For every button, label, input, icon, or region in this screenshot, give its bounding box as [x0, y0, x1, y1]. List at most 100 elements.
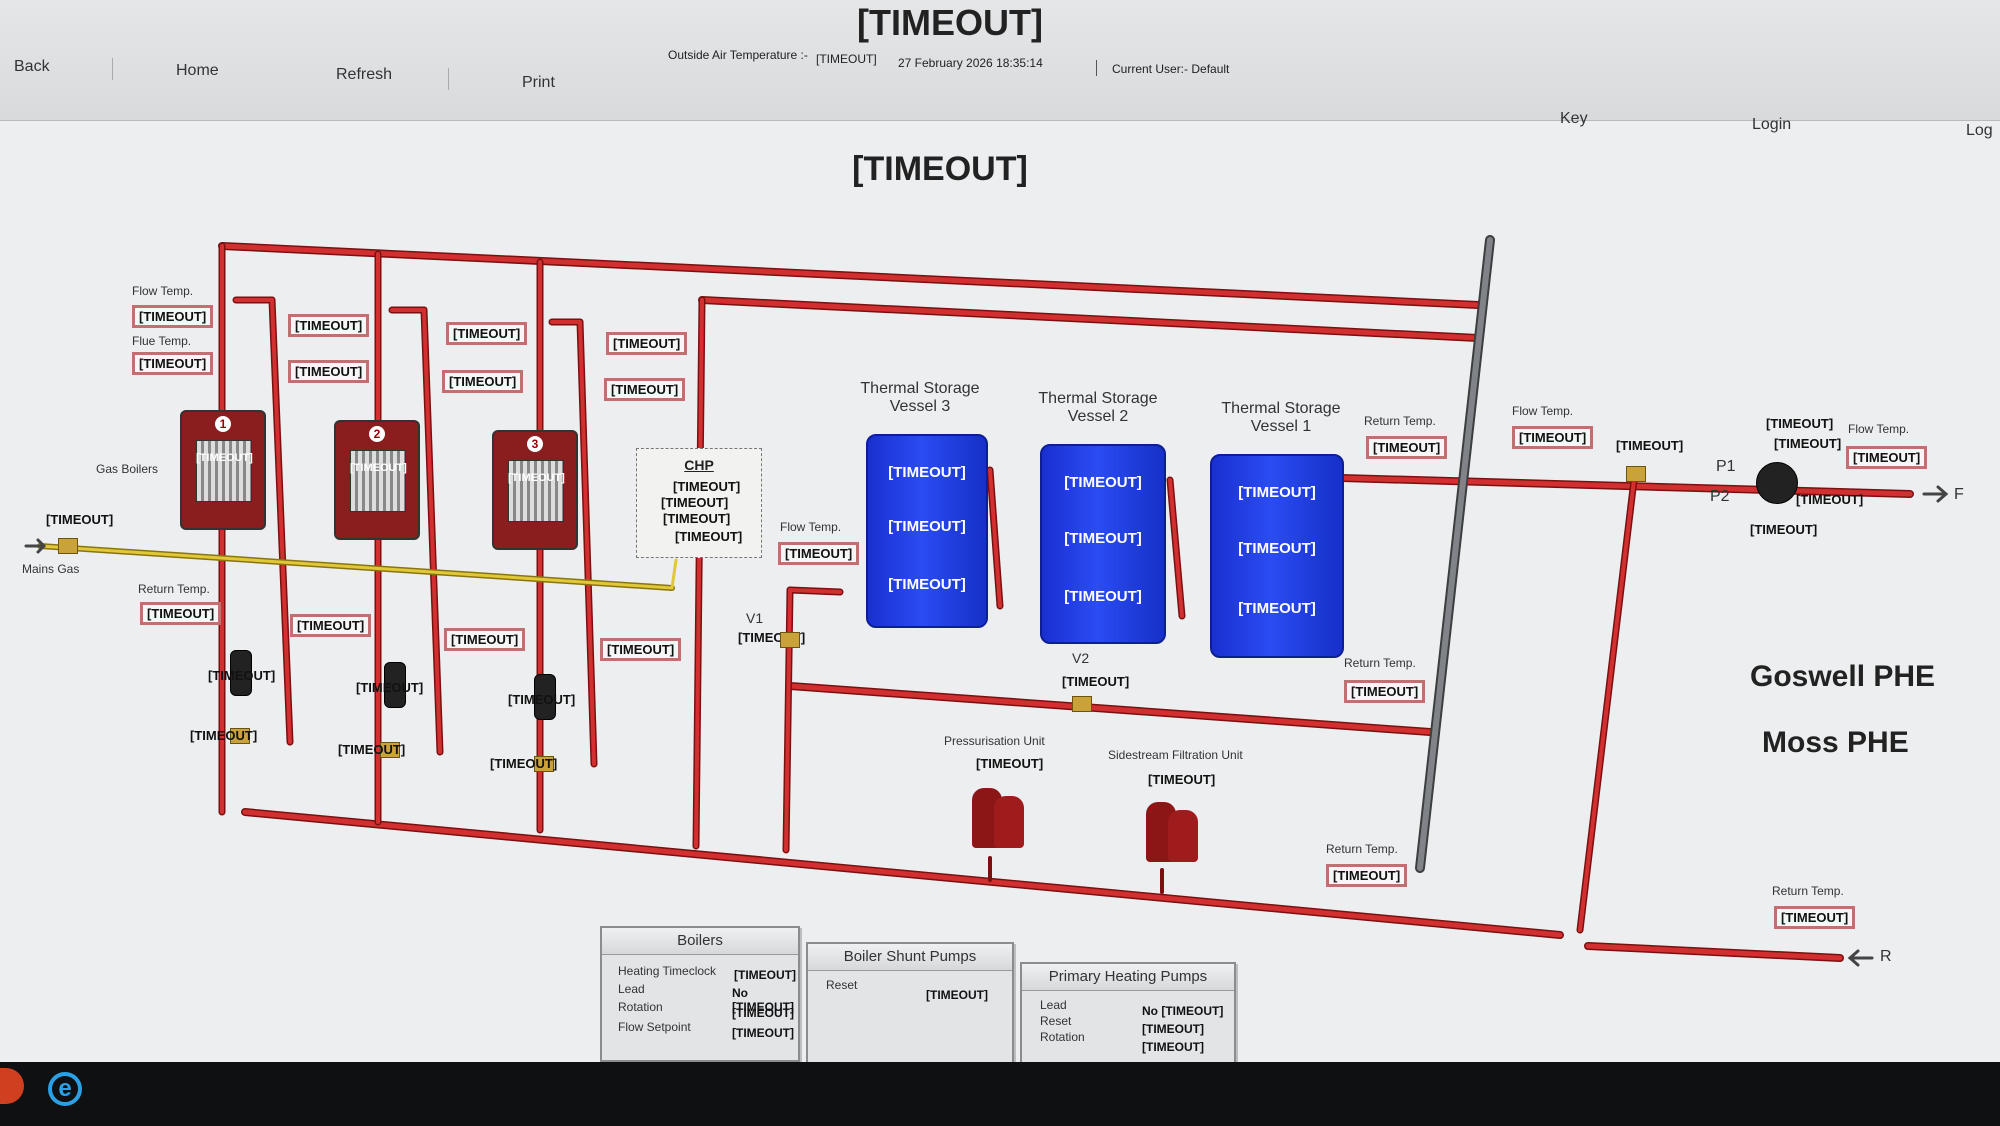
flow-temp-label: Flow Temp.: [132, 284, 194, 298]
boiler-status: [TIMEOUT]: [508, 472, 565, 484]
v1-valve-icon[interactable]: [780, 632, 800, 648]
thermal-storage-vessel-2[interactable]: [TIMEOUT] [TIMEOUT] [TIMEOUT]: [1040, 444, 1166, 644]
primary-valve-icon[interactable]: [1626, 466, 1646, 482]
current-user: Current User:- Default: [1112, 62, 1230, 76]
panel-row-label: Heating Timeclock: [618, 964, 717, 978]
panel-row-label: Reset: [826, 978, 858, 992]
outlet-flow-temp[interactable]: [TIMEOUT]: [1846, 446, 1928, 469]
primary-flow-temp[interactable]: [TIMEOUT]: [1512, 426, 1594, 449]
boiler2-flue-temp[interactable]: [TIMEOUT]: [288, 360, 370, 383]
panel-row-label: Lead: [618, 982, 645, 996]
nav-divider: [112, 58, 113, 80]
boiler3-flue-temp[interactable]: [TIMEOUT]: [442, 370, 524, 393]
vessel-1-value-2: [TIMEOUT]: [1238, 540, 1316, 557]
logout-link[interactable]: Log: [1966, 122, 1993, 139]
page-title: [TIMEOUT]: [852, 150, 1028, 188]
primary-valve-value: [TIMEOUT]: [1616, 438, 1684, 453]
shunt-pump-2-value: [TIMEOUT]: [356, 680, 424, 695]
internet-explorer-icon[interactable]: e: [48, 1072, 82, 1106]
chp-return-temp[interactable]: [TIMEOUT]: [600, 638, 682, 661]
goswell-phe-label[interactable]: Goswell PHE: [1750, 660, 1936, 693]
gas-boiler-2[interactable]: 2 [TIMEOUT]: [334, 420, 420, 540]
vessel-2-value-3: [TIMEOUT]: [1064, 588, 1142, 605]
boiler1-return-temp[interactable]: [TIMEOUT]: [140, 602, 222, 625]
pressurisation-label: Pressurisation Unit: [944, 734, 1045, 748]
storage-return-temp-mid[interactable]: [TIMEOUT]: [1344, 680, 1426, 703]
gas-boiler-3[interactable]: 3 [TIMEOUT]: [492, 430, 578, 550]
primary-pump-icon[interactable]: [1756, 462, 1798, 504]
boiler3-return-temp[interactable]: [TIMEOUT]: [444, 628, 526, 651]
boiler-status: [TIMEOUT]: [196, 452, 253, 464]
v2-valve-icon[interactable]: [1072, 696, 1092, 712]
back-link[interactable]: Back: [14, 58, 50, 75]
boiler2-flow-temp[interactable]: [TIMEOUT]: [288, 314, 370, 337]
vessel-2-value-1: [TIMEOUT]: [1064, 474, 1142, 491]
boiler2-return-temp[interactable]: [TIMEOUT]: [290, 614, 372, 637]
mains-gas-label: Mains Gas: [22, 562, 80, 576]
shunt-pump-1-icon[interactable]: [230, 650, 252, 696]
boiler-grille: [508, 460, 564, 522]
chp-value-4: [TIMEOUT]: [675, 529, 743, 544]
taskbar: [0, 1062, 2000, 1126]
boiler-3-valve-icon[interactable]: [534, 756, 554, 772]
nav-divider: [448, 68, 449, 90]
shunt-pump-3-value: [TIMEOUT]: [508, 692, 576, 707]
flow-out-label: F: [1954, 486, 1964, 503]
panel-row-value[interactable]: [TIMEOUT]: [1142, 1040, 1204, 1054]
panel-row-value[interactable]: [TIMEOUT]: [732, 1006, 794, 1020]
key-link[interactable]: Key: [1560, 110, 1588, 127]
panel-row-value[interactable]: No [TIMEOUT]: [732, 986, 794, 1014]
boiler1-flue-temp[interactable]: [TIMEOUT]: [132, 352, 214, 375]
panel-row-value[interactable]: [TIMEOUT]: [1142, 1022, 1204, 1036]
home-link[interactable]: Home: [176, 62, 219, 79]
storage-return-temp-lower[interactable]: [TIMEOUT]: [1326, 864, 1408, 887]
chp-unit[interactable]: CHP [TIMEOUT] [TIMEOUT] [TIMEOUT] [TIMEO…: [636, 448, 762, 558]
moss-phe-label[interactable]: Moss PHE: [1762, 726, 1909, 759]
boiler-number: 3: [527, 436, 543, 452]
outside-air-value: [TIMEOUT]: [816, 52, 877, 66]
panel-row-value[interactable]: [TIMEOUT]: [732, 1026, 794, 1040]
pressurisation-unit-icon[interactable]: [972, 778, 1024, 850]
flue-temp-label: Flue Temp.: [132, 334, 192, 348]
boiler3-flow-temp[interactable]: [TIMEOUT]: [446, 322, 528, 345]
gas-boiler-1[interactable]: 1 [TIMEOUT]: [180, 410, 266, 530]
boiler-grille: [196, 440, 252, 502]
thermal-storage-vessel-3[interactable]: [TIMEOUT] [TIMEOUT] [TIMEOUT]: [866, 434, 988, 628]
sidestream-filtration-icon[interactable]: [1146, 792, 1198, 864]
p2-label: P2: [1710, 488, 1730, 505]
shunt-pump-2-icon[interactable]: [384, 662, 406, 708]
vessel-3-name: Thermal Storage Vessel 3: [860, 380, 980, 415]
print-link[interactable]: Print: [522, 74, 555, 91]
chp-flow-temp[interactable]: [TIMEOUT]: [606, 332, 688, 355]
panel-row-value[interactable]: No [TIMEOUT]: [1142, 1004, 1224, 1018]
gas-valve-icon: [58, 538, 78, 554]
vessel-1-value-3: [TIMEOUT]: [1238, 600, 1316, 617]
storage-return-upper-label: Return Temp.: [1364, 414, 1436, 428]
storage-return-temp-upper[interactable]: [TIMEOUT]: [1366, 436, 1448, 459]
p1-label: P1: [1716, 458, 1736, 475]
refresh-link[interactable]: Refresh: [336, 66, 393, 83]
panel-row-label: Reset: [1040, 1014, 1072, 1028]
shunt-pump-3-icon[interactable]: [534, 674, 556, 720]
chp-flue-temp[interactable]: [TIMEOUT]: [604, 378, 686, 401]
boilers-panel: Boilers Heating Timeclock [TIMEOUT] Lead…: [600, 926, 800, 1062]
shunt-pumps-panel: Boiler Shunt Pumps Reset [TIMEOUT]: [806, 942, 1014, 1078]
boiler-2-valve-icon[interactable]: [380, 742, 400, 758]
boiler-1-valve-icon[interactable]: [230, 728, 250, 744]
v2-label: V2: [1072, 650, 1090, 666]
panel-row-value[interactable]: [TIMEOUT]: [734, 968, 796, 982]
thermal-storage-vessel-1[interactable]: [TIMEOUT] [TIMEOUT] [TIMEOUT]: [1210, 454, 1344, 658]
sidestream-value: [TIMEOUT]: [1148, 772, 1216, 787]
boiler1-flow-temp[interactable]: [TIMEOUT]: [132, 305, 214, 328]
pressurisation-value: [TIMEOUT]: [976, 756, 1044, 771]
primary-return-temp[interactable]: [TIMEOUT]: [1774, 906, 1856, 929]
storage-flow-temp-label: Flow Temp.: [780, 520, 842, 534]
panel-row-value[interactable]: [TIMEOUT]: [926, 988, 988, 1002]
storage-flow-temp[interactable]: [TIMEOUT]: [778, 542, 860, 565]
shunt-pumps-panel-title: Boiler Shunt Pumps: [808, 944, 1012, 971]
login-link[interactable]: Login: [1752, 116, 1792, 133]
vessel-1-name: Thermal Storage Vessel 1: [1221, 400, 1341, 435]
vessel-2-value-2: [TIMEOUT]: [1064, 530, 1142, 547]
boiler-number: 2: [369, 426, 385, 442]
outside-air-label: Outside Air Temperature :-: [668, 48, 808, 62]
